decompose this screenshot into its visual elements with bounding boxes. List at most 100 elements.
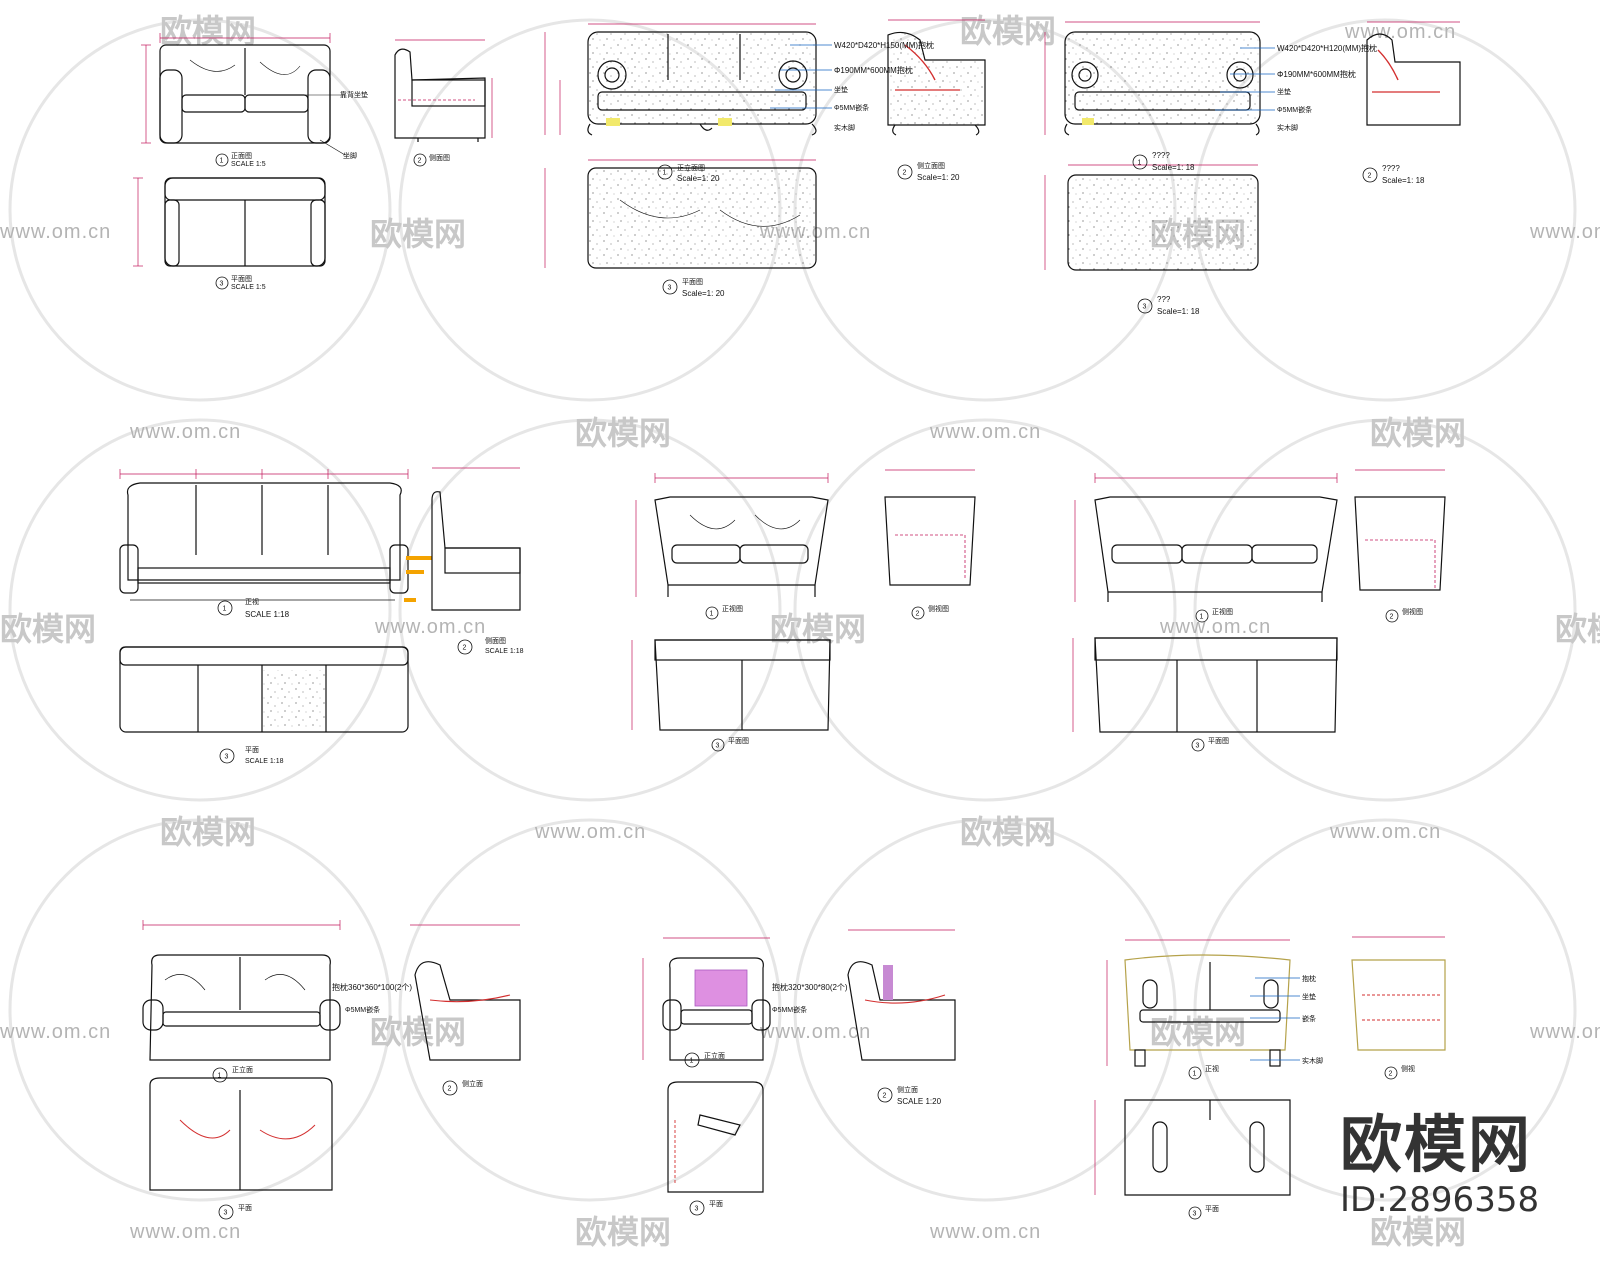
watermark-url: www.om.cn — [129, 421, 241, 443]
view-scale: Scale=1: 20 — [682, 289, 725, 298]
side-elevation — [1366, 21, 1461, 126]
view-name: 平面图 — [682, 278, 703, 286]
watermark-logo: 欧模网 — [575, 1213, 671, 1251]
view-scale: SCALE 1:20 — [897, 1097, 942, 1106]
side-elevation — [410, 924, 521, 1061]
view-name: 平面 — [1205, 1205, 1219, 1213]
side-elevation — [394, 39, 493, 142]
material-note: 坐垫 — [1277, 87, 1291, 96]
material-note: Φ5MM嵌条 — [834, 103, 869, 112]
view-name: 正视图 — [722, 604, 743, 613]
material-note: W420*D420*H150(MM)抱枕 — [834, 40, 934, 50]
watermark-logo: 欧模网 — [770, 610, 866, 648]
view-number-circle — [1188, 1066, 1202, 1080]
panel-3-labels: 1 ???? Scale=1: 18 2 ???? Scale=1: 18 3 … — [1132, 43, 1425, 316]
side-elevation — [887, 19, 986, 136]
view-scale: SCALE 1:18 — [485, 648, 524, 655]
view-name: 侧立面 — [897, 1085, 918, 1094]
view-number-circle — [217, 600, 233, 616]
material-note: 抱枕320*300*80(2个) — [772, 982, 848, 992]
panel-9-labels: 1 正视 2 侧视 3 平面 抱枕 坐垫 嵌条 实木脚 — [1188, 974, 1415, 1220]
view-number: 3 — [220, 281, 224, 288]
watermark-logo: 欧模网 — [1370, 414, 1466, 452]
view-name: 正立面 — [232, 1065, 253, 1074]
view-number-circle — [457, 639, 473, 655]
watermark-logo: 欧模网 — [160, 813, 256, 851]
front-elevation — [142, 920, 341, 1061]
view-number-circle — [215, 276, 229, 290]
view-number: 2 — [448, 1086, 452, 1093]
view-number: 1 — [710, 611, 714, 618]
panel-4-labels: 1 正视 SCALE 1:18 2 侧面图 SCALE 1:18 3 平面 SC… — [217, 597, 524, 765]
view-number: 3 — [1196, 743, 1200, 750]
drawing-panel-5 — [631, 469, 976, 731]
material-note: 靠背坐垫 — [340, 90, 368, 99]
view-number-circle — [897, 164, 913, 180]
watermark-url: www.om.cn — [374, 616, 486, 638]
side-elevation — [431, 467, 521, 611]
view-number-circle — [662, 279, 678, 295]
watermark-url: www.om.cn — [129, 1221, 241, 1243]
watermark-url: www.om.cn — [1529, 1021, 1600, 1043]
view-number-circle — [657, 164, 673, 180]
view-number-circle — [1188, 1206, 1202, 1220]
view-number: 2 — [1390, 614, 1394, 621]
material-note: 抱枕 — [1302, 974, 1316, 983]
view-name: 侧视图 — [928, 604, 949, 613]
view-scale: SCALE 1:5 — [231, 284, 266, 291]
view-number-circle — [1191, 738, 1205, 752]
view-number-circle — [1385, 609, 1399, 623]
view-number: 3 — [716, 743, 720, 750]
drawing-panel-6 — [1072, 469, 1446, 733]
watermark-url: www.om.cn — [0, 221, 111, 243]
watermark-layer: 欧模网 欧模网 www.om.cn www.om.cn 欧模网 www.om.c… — [0, 12, 1600, 1251]
front-elevation — [635, 473, 829, 597]
view-number-circle — [1362, 167, 1378, 183]
watermark-logo: 欧模网 — [160, 12, 256, 50]
side-elevation — [847, 929, 956, 1061]
front-elevation — [544, 23, 832, 136]
view-number-circle — [1132, 154, 1148, 170]
view-scale: Scale=1: 20 — [917, 173, 960, 182]
view-name: 正视图 — [1212, 607, 1233, 616]
view-name: 侧立面图 — [917, 161, 945, 170]
view-number-circle — [711, 738, 725, 752]
view-number-circle — [442, 1080, 458, 1096]
view-name: ???? — [1152, 151, 1170, 160]
view-number: 3 — [225, 754, 229, 761]
view-number: 2 — [463, 645, 467, 652]
view-name: 平面图 — [728, 737, 749, 745]
panel-1-labels: 1 正面图 SCALE 1:5 2 侧面图 3 平面图 SCALE 1:5 靠背… — [215, 90, 450, 291]
view-number: 1 — [663, 170, 667, 177]
front-elevation — [1074, 473, 1338, 602]
view-name: 侧面图 — [429, 153, 450, 162]
watermark-url: www.om.cn — [929, 421, 1041, 443]
view-number: 1 — [220, 158, 224, 165]
material-note: 坐垫 — [834, 85, 848, 94]
view-number: 2 — [883, 1093, 887, 1100]
view-name: ???? — [1382, 164, 1400, 173]
panel-5-labels: 1 正视图 2 侧视图 3 平面图 — [705, 604, 949, 752]
panel-8-labels: 1 正立面 2 侧立面 SCALE 1:20 3 平面 抱枕320*300*80… — [684, 982, 942, 1216]
material-note: 实木脚 — [1277, 123, 1298, 132]
view-name: 正视 — [245, 597, 259, 606]
material-note: Φ5MM嵌条 — [1277, 105, 1312, 114]
view-name: 侧立面 — [462, 1079, 483, 1088]
view-name: 侧面图 — [485, 636, 506, 645]
view-number-circle — [1384, 1066, 1398, 1080]
view-scale: SCALE 1:5 — [231, 161, 266, 168]
view-number-circle — [212, 1067, 228, 1083]
view-name: 平面图 — [231, 275, 252, 283]
view-number: 3 — [1193, 1211, 1197, 1218]
view-name: 平面 — [238, 1204, 252, 1212]
plan-view — [1072, 637, 1338, 733]
material-note: 实木脚 — [834, 123, 855, 132]
plan-view — [133, 177, 326, 267]
watermark-logo: 欧模网 — [1555, 610, 1600, 648]
view-number: 3 — [695, 1206, 699, 1213]
panel-6-labels: 1 正视图 2 侧视图 3 平面图 — [1191, 607, 1423, 752]
drawing-panel-9 — [1094, 936, 1446, 1196]
panel-2-labels: 1 正立面图 Scale=1: 20 2 侧立面图 Scale=1: 20 3 … — [657, 40, 960, 298]
watermark-url: www.om.cn — [1159, 616, 1271, 638]
